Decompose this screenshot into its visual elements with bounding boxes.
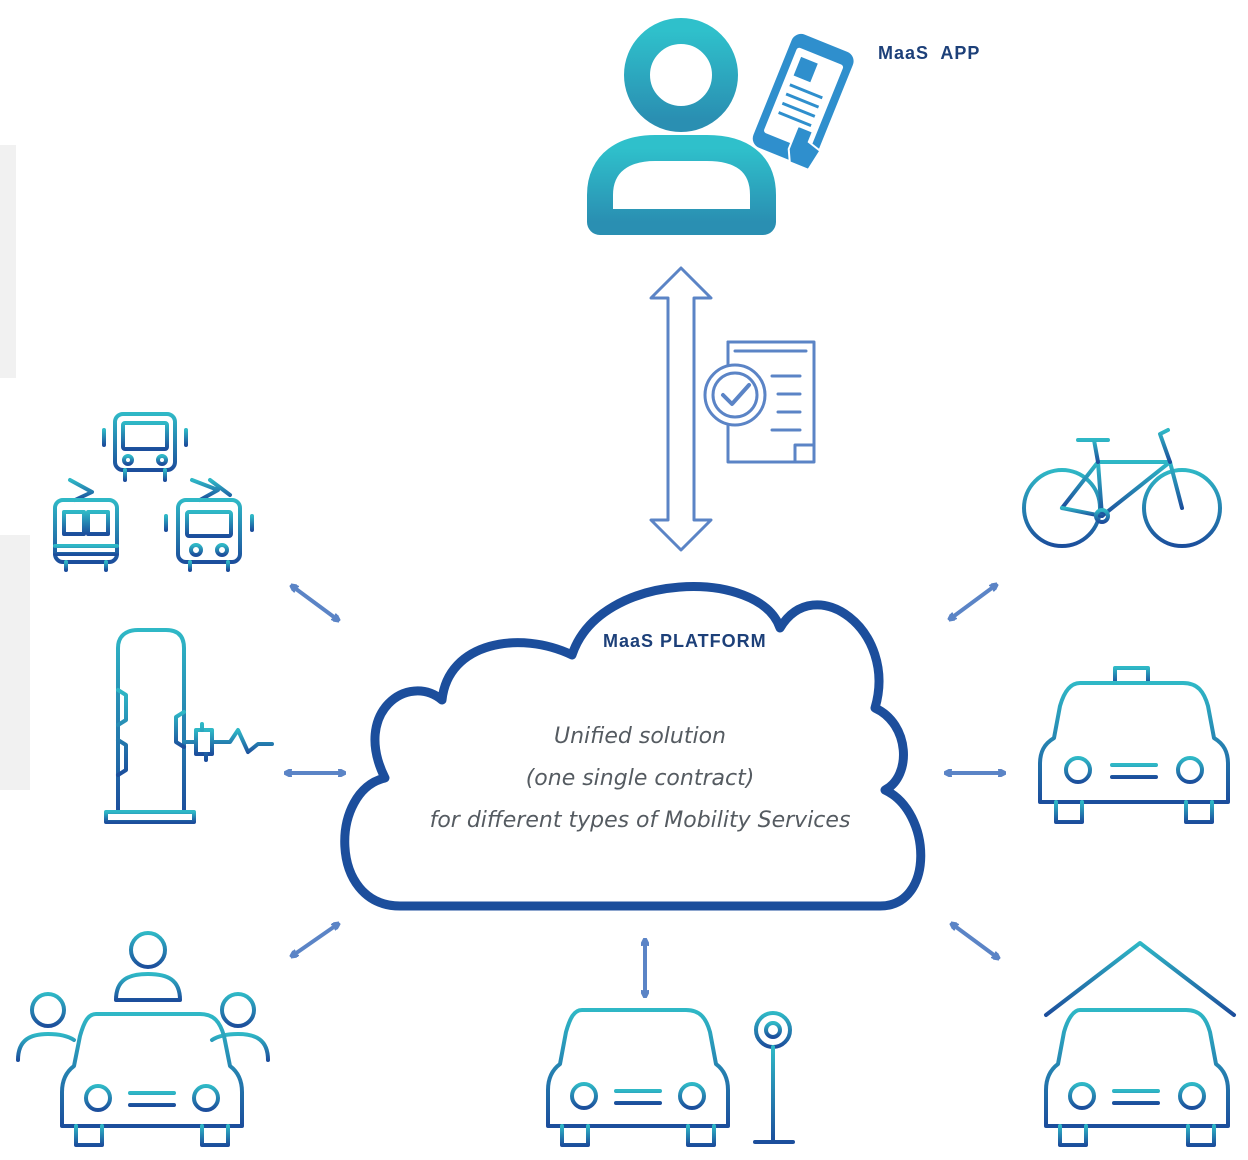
maas-platform-label: MaaS PLATFORM bbox=[603, 631, 767, 651]
bicycle-icon bbox=[1022, 428, 1222, 548]
platform-description-line-2: (one single contract) bbox=[525, 766, 755, 791]
car-sharing-icon bbox=[16, 931, 270, 1147]
background-panel-bottom bbox=[0, 535, 30, 790]
app-platform-arrow bbox=[649, 266, 713, 552]
arrow-transport bbox=[292, 586, 338, 620]
arrow-car-sharing bbox=[292, 924, 338, 956]
cloud-icon bbox=[340, 582, 926, 911]
connector-arrows bbox=[286, 585, 1004, 996]
ev-charging-station-icon bbox=[104, 628, 274, 824]
platform-description-line-3: for different types of Mobility Services bbox=[429, 808, 851, 833]
garage-icon bbox=[1044, 941, 1236, 1147]
user-icon bbox=[587, 18, 776, 235]
public-transport-icon bbox=[53, 408, 254, 572]
platform-description-line-1: Unified solution bbox=[554, 724, 726, 749]
background-panel-top bbox=[0, 145, 16, 378]
arrow-garage bbox=[952, 924, 998, 958]
parking-icon bbox=[546, 1008, 795, 1147]
contract-document-icon bbox=[703, 340, 816, 464]
maas-app-label: MaaS APP bbox=[878, 43, 981, 63]
smartphone-icon bbox=[752, 33, 854, 172]
taxi-icon bbox=[1038, 666, 1230, 824]
arrow-bicycle bbox=[950, 585, 996, 619]
